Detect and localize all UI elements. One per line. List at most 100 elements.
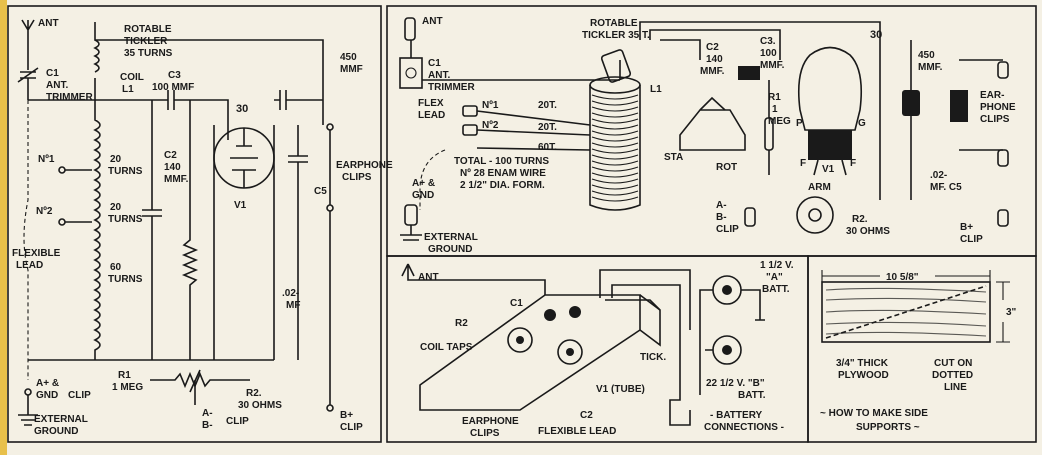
pictorial-sta-label: STA [664,152,683,163]
schematic-flexible-label-2: LEAD [16,260,43,271]
pictorial-c2-label-2: 140 [706,54,723,65]
schematic-panel-frame [7,5,382,443]
pictorial-l1-label: L1 [650,84,662,95]
schematic-drawing [17,19,334,426]
pictorial-ant-clip-icon [404,17,416,41]
scan-edge [0,0,7,455]
schematic-ab-label-2: B- [202,420,213,431]
pictorial-r2-label-1: R2. [852,214,868,225]
schematic-coil-label-2: L1 [122,84,134,95]
pictorial-v1-label: V1 [822,164,835,175]
layout-c2-knob-icon [557,339,583,365]
supports-cut-line [825,285,987,339]
supports-labels: 10 5/8" 3" 3/4" THICK PLYWOOD CUT ON DOT… [820,272,1017,433]
schematic-turns20b-label-2: TURNS [108,214,143,225]
pictorial-agnd-label-2: GND [412,190,434,201]
pictorial-abclip-label-1: A- [716,200,727,211]
pictorial-earphone-label-1: EAR- [980,90,1004,101]
schematic-turns60-label-2: TURNS [108,274,143,285]
layout-v1tube-label: V1 (TUBE) [596,384,645,395]
pictorial-r2-rheostat-icon [796,196,834,234]
pictorial-c2-label-1: C2 [706,42,719,53]
layout-flexlead-label: FLEXIBLE LEAD [538,426,616,437]
layout-r2-knob-icon [507,327,533,353]
layout-batt-a-label-1: 1 1/2 V. [760,260,794,271]
schematic-turns20a-label-2: TURNS [108,166,143,177]
schematic-c1-label-1: C1 [46,68,59,79]
layout-battery-label-2: CONNECTIONS - [704,422,784,433]
schematic-c2-label-3: MMF. [164,174,189,185]
pictorial-external-label-1: EXTERNAL [424,232,478,243]
supports-caption-1: ~ HOW TO MAKE SIDE [820,408,928,419]
pictorial-coil-form-icon [589,85,641,211]
layout-battery-label-1: - BATTERY [710,410,763,421]
schematic-turns60-label-1: 60 [110,262,122,273]
pictorial-r1-label-3: MEG [768,116,791,127]
schematic-earphone-label-1: EARPHONE [336,160,393,171]
layout-earphone-label-2: CLIPS [470,428,500,439]
schematic-tickler-label-1: ROTABLE [124,24,172,35]
layout-labels: ANT C1 R2 COIL TAPS TICK. V1 (TUBE) C2 E… [418,260,794,439]
pictorial-no2-label: Nº2 [482,120,499,131]
schematic-agnd-label-1: A+ & [36,378,59,389]
schematic-c02-label-1: .02- [282,288,299,299]
layout-c1-knob-icon [544,309,556,321]
schematic-r2-label-2: 30 OHMS [238,400,282,411]
schematic-ab-label-1: A- [202,408,213,419]
schematic-flex-lead [23,100,29,380]
pictorial-total-label-1: TOTAL - 100 TURNS [454,156,549,167]
pictorial-r1-label-2: 1 [772,104,778,115]
pictorial-r2-label-2: 30 OHMS [846,226,890,237]
pictorial-flex-label-1: FLEX [418,98,444,109]
pictorial-tube-icon [797,46,863,131]
schematic-coil-label-1: COIL [120,72,144,83]
pictorial-tickler-icon [600,49,632,83]
schematic-c2-label-1: C2 [164,150,177,161]
schematic-antenna-icon [21,19,35,70]
schematic-tickler-coil-icon [93,39,100,73]
supports-panel-frame [807,255,1037,443]
pictorial-total-label-2: Nº 28 ENAM WIRE [460,168,546,179]
supports-plywood-icon [821,281,991,343]
schematic-c450-label-2: MMF [340,64,363,75]
schematic-r1-label-2: 1 MEG [112,382,143,393]
schematic-labels: ANT ROTABLE TICKLER 35 TURNS C1 ANT. TRI… [12,18,393,437]
schematic-r1-resistor-icon [181,100,199,360]
schematic-r2-label-1: R2. [246,388,262,399]
pictorial-agnd-label-1: A+ & [412,178,435,189]
layout-r2-label: R2 [455,318,468,329]
layout-batt-b-label-2: BATT. [738,390,766,401]
pictorial-c2-label-3: MMF. [700,66,725,77]
supports-cut-label-1: CUT ON [934,358,972,369]
schematic-tickler-label-2: TICKLER [124,36,168,47]
schematic-c3-value: 100 MMF [152,82,194,93]
supports-width-label: 10 5/8" [886,272,919,283]
pictorial-earphone-label-2: PHONE [980,102,1016,113]
pictorial-ant-label: ANT [422,16,443,27]
schematic-c2-label-2: 140 [164,162,181,173]
pictorial-flex-label-2: LEAD [418,110,445,121]
pictorial-drawing [399,17,1009,241]
pictorial-abclip-label-3: CLIP [716,224,739,235]
pictorial-t20a-label: 20T. [538,100,557,111]
supports-cut-label-3: LINE [944,382,967,393]
supports-cut-label-2: DOTTED [932,370,973,381]
pictorial-external-label-2: GROUND [428,244,472,255]
schematic-no2-label: Nº2 [36,206,53,217]
schematic-earphone-label-2: CLIPS [342,172,372,183]
pictorial-labels: ANT C1 ANT. TRIMMER ROTABLE TICKLER 35 T… [412,16,1016,255]
schematic-agnd-label-2: GND [36,390,58,401]
schematic-tube-label: 30 [236,103,248,115]
schematic-earphone-jack-icon [326,123,334,131]
layout-c1-label: C1 [510,298,523,309]
schematic-c1-capacitor-icon [17,67,39,100]
layout-drawing [401,263,765,426]
pictorial-rot-label: ROT [716,162,737,173]
pictorial-c450-label-1: 450 [918,50,935,61]
schematic-bplus-label-2: CLIP [340,422,363,433]
pictorial-c450-label-2: MMF. [918,62,943,73]
pictorial-c3-label-3: MMF. [760,60,785,71]
schematic-c2-capacitor-icon [142,100,162,360]
pictorial-no1-label: Nº1 [482,100,499,111]
